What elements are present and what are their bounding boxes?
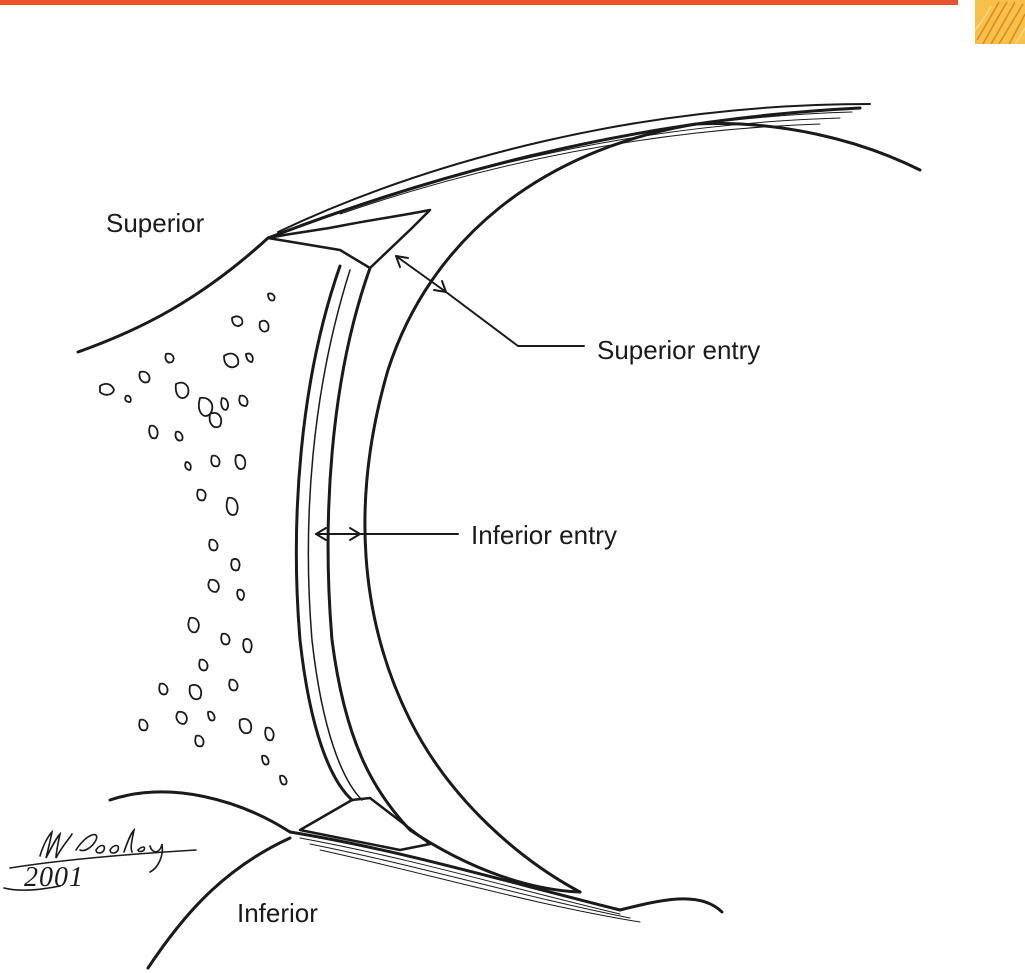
label-superior-entry: Superior entry — [597, 335, 761, 365]
label-inferior-entry: Inferior entry — [471, 520, 617, 550]
top-accent-bar — [0, 0, 958, 5]
inferior-upper-contour — [108, 790, 292, 834]
upper-wedge — [266, 208, 432, 270]
superior-entry-leader — [445, 291, 585, 347]
signature-year: 2001 — [24, 862, 84, 893]
label-superior: Superior — [106, 208, 205, 238]
lower-wedge — [298, 796, 432, 852]
upper-right-sweep — [694, 122, 922, 172]
inferior-lower-contour — [146, 836, 292, 970]
superior-entry-arrow — [395, 255, 447, 293]
channel-left-outer — [294, 264, 354, 802]
outer-arc — [380, 140, 920, 300]
channel-left-inner — [307, 269, 363, 801]
label-inferior: Inferior — [237, 898, 318, 928]
upper-band-inner — [277, 103, 871, 233]
signature-scrawl — [3, 827, 197, 891]
artist-signature: 2001 — [0, 820, 200, 900]
corner-texture-tile — [975, 0, 1025, 44]
channel-right — [326, 266, 582, 894]
superior-contour — [76, 236, 270, 354]
porous-bone-texture — [99, 292, 288, 786]
lower-band-outer — [288, 830, 724, 914]
